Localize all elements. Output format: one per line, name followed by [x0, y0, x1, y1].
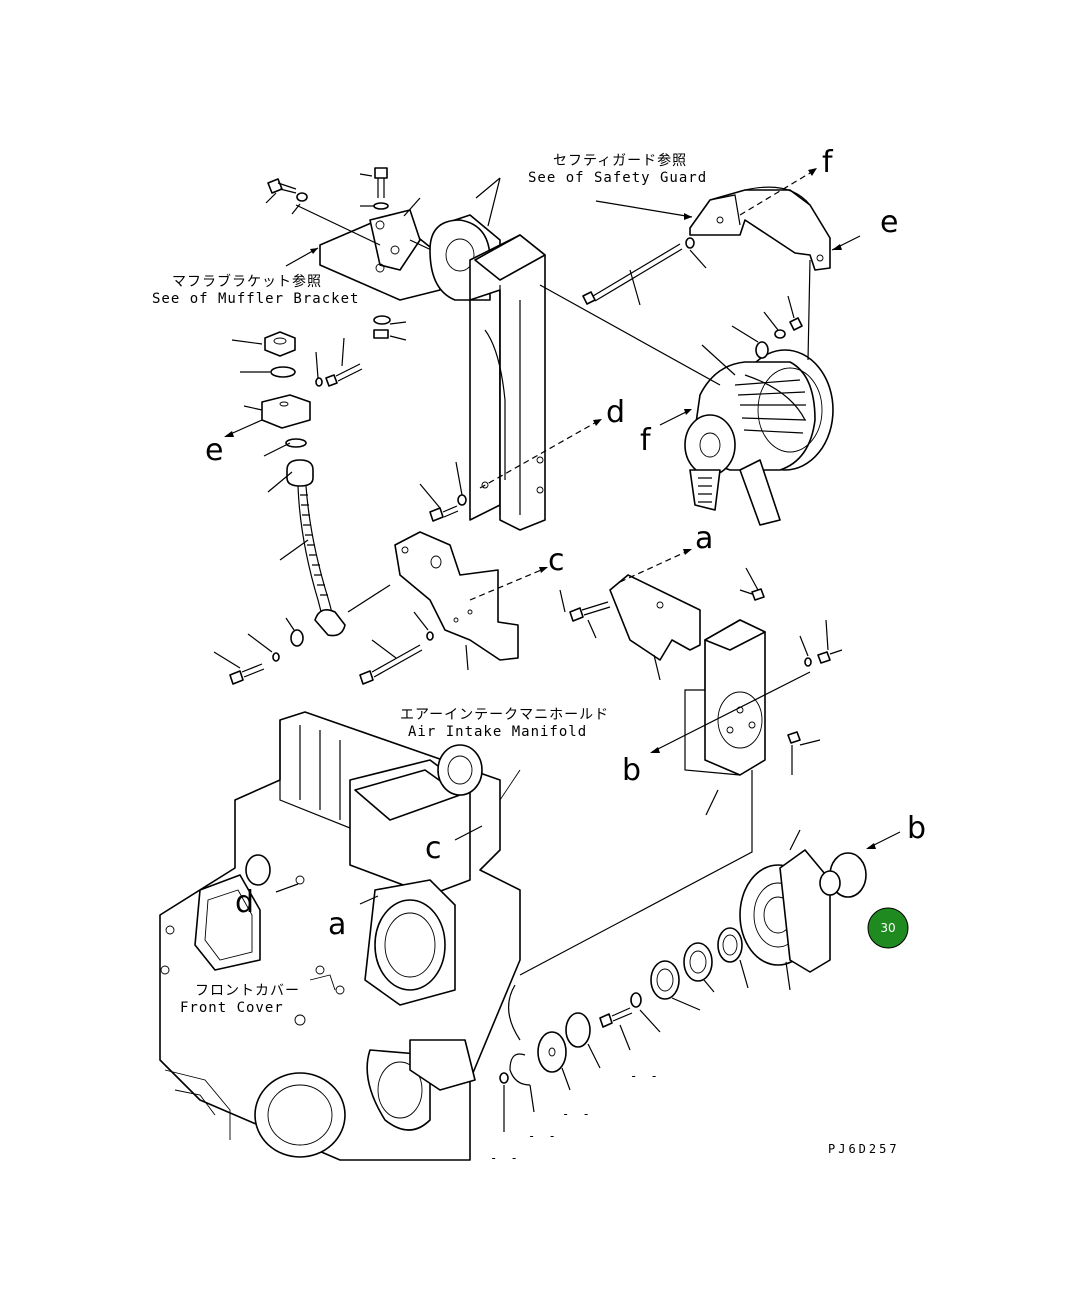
svg-text:- -: - - [528, 1129, 559, 1143]
air-intake-label-jp: エアーインテークマニホールド [400, 707, 609, 723]
muffler-bracket-label-jp: マフラブラケット参照 [172, 273, 322, 290]
safety-guard-label-jp: セフティガード参照 [553, 152, 687, 169]
air-intake-label-en: Air Intake Manifold [408, 724, 587, 740]
tall-bracket-group [419, 177, 546, 531]
ref-e-left: e [205, 433, 223, 468]
ref-a-block: a [328, 907, 346, 942]
drawing-code: PJ6D257 [828, 1142, 900, 1156]
ref-e-top: e [880, 205, 898, 240]
pulley-group: - - - - - - - - [490, 589, 901, 1165]
part-number-text[interactable]: 30 [880, 921, 895, 935]
ref-d-mid: d [606, 395, 625, 430]
svg-text:- -: - - [490, 1151, 521, 1165]
left-block-group [213, 331, 391, 685]
svg-text:- -: - - [630, 1069, 661, 1083]
ref-c-block: c [425, 831, 442, 866]
alternator-assembly [539, 259, 834, 526]
ref-b-left: b [622, 753, 641, 788]
ref-f-mid: f [640, 423, 652, 458]
mid-bracket-group [359, 419, 602, 685]
right-bracket-group [519, 549, 843, 976]
safety-guard [595, 168, 861, 271]
ref-c-top: c [548, 543, 565, 578]
safety-guard-label-en: See of Safety Guard [528, 170, 707, 186]
engine-block [159, 711, 521, 1161]
front-cover-label-en: Front Cover [180, 1000, 284, 1016]
ref-f-top: f [822, 145, 834, 180]
front-cover-label-jp: フロントカバー [195, 983, 300, 999]
long-bolt [582, 237, 707, 306]
muffler-bracket-group [265, 167, 443, 341]
ref-a-top: a [695, 521, 713, 556]
ref-b-right: b [907, 811, 926, 846]
part-number-badge[interactable]: 30 [867, 907, 909, 949]
svg-text:- -: - - [562, 1107, 593, 1121]
ref-d-block: d [235, 885, 254, 920]
muffler-bracket-label-en: See of Muffler Bracket [152, 291, 359, 307]
